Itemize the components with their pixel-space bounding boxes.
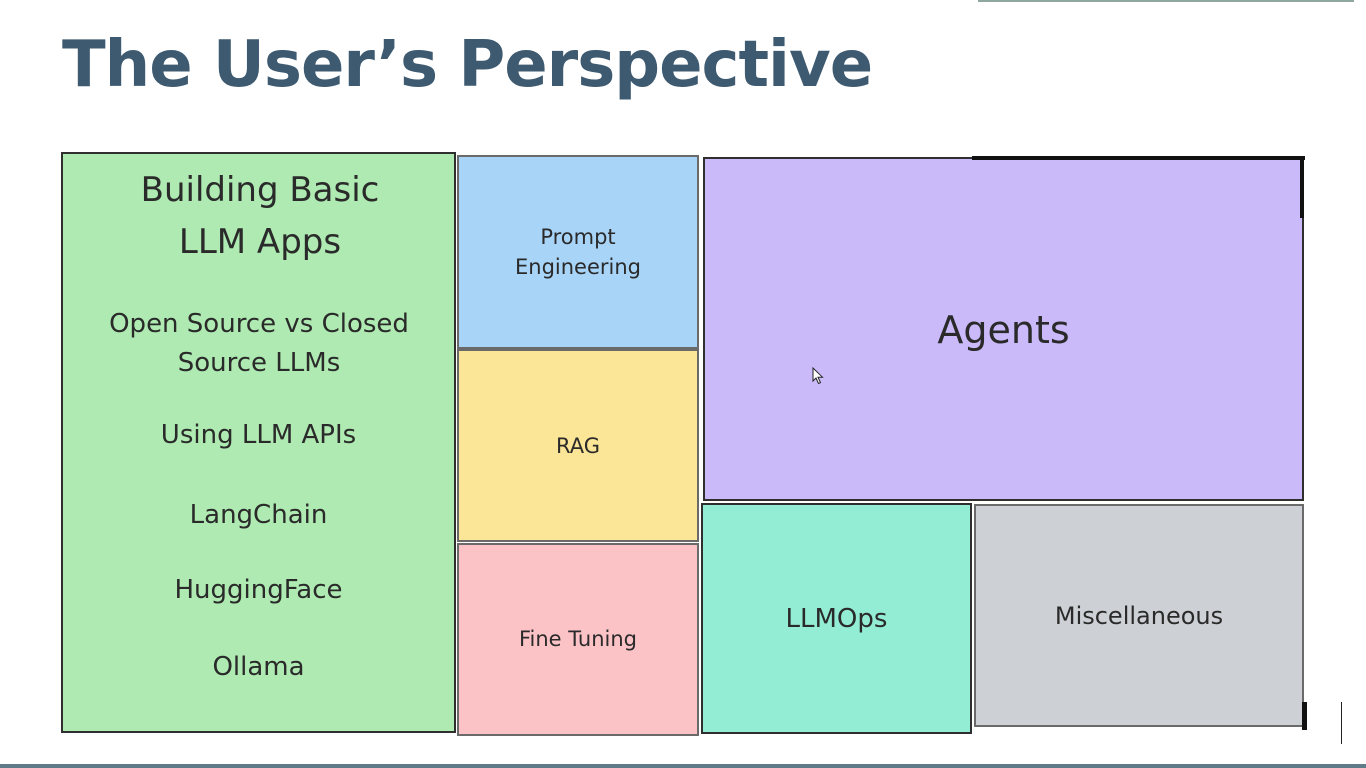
slide-title: The User’s Perspective (62, 28, 873, 102)
box-rag-label: RAG (555, 433, 600, 458)
topic-using-llm-apis: Using LLM APIs (160, 420, 357, 450)
box-agents: Agents (703, 157, 1304, 501)
bottom-strip (0, 764, 1366, 768)
box-miscellaneous: Miscellaneous (974, 504, 1304, 727)
box-agents-label: Agents (937, 308, 1070, 352)
box-prompt-engineering-label: Prompt Engineering (515, 225, 641, 279)
top-accent-line (978, 0, 1354, 2)
box-rag: RAG (457, 349, 699, 542)
box-llmops-label: LLMOps (785, 603, 888, 634)
topic-ollama: Ollama (212, 652, 305, 682)
box-fine-tuning-label: Fine Tuning (518, 626, 638, 651)
agents-top-edge (972, 156, 1305, 160)
box-fine-tuning: Fine Tuning (457, 543, 699, 736)
agents-right-edge (1300, 156, 1304, 218)
mouse-pointer-icon (812, 367, 824, 385)
edge-mark (1341, 702, 1342, 744)
topic-huggingface: HuggingFace (174, 575, 343, 605)
box-building-basic-llm-apps-title: Building Basic LLM Apps (140, 170, 380, 262)
box-llmops: LLMOps (701, 503, 972, 734)
box-building-basic-llm-apps: Building Basic LLM Apps Open Source vs C… (61, 152, 456, 733)
topic-open-source-vs-closed-source: Open Source vs Closed Source LLMs (109, 309, 409, 378)
corner-mark (1302, 702, 1307, 730)
box-prompt-engineering: Prompt Engineering (457, 155, 699, 349)
box-miscellaneous-label: Miscellaneous (1054, 601, 1224, 630)
topic-langchain: LangChain (189, 500, 328, 530)
